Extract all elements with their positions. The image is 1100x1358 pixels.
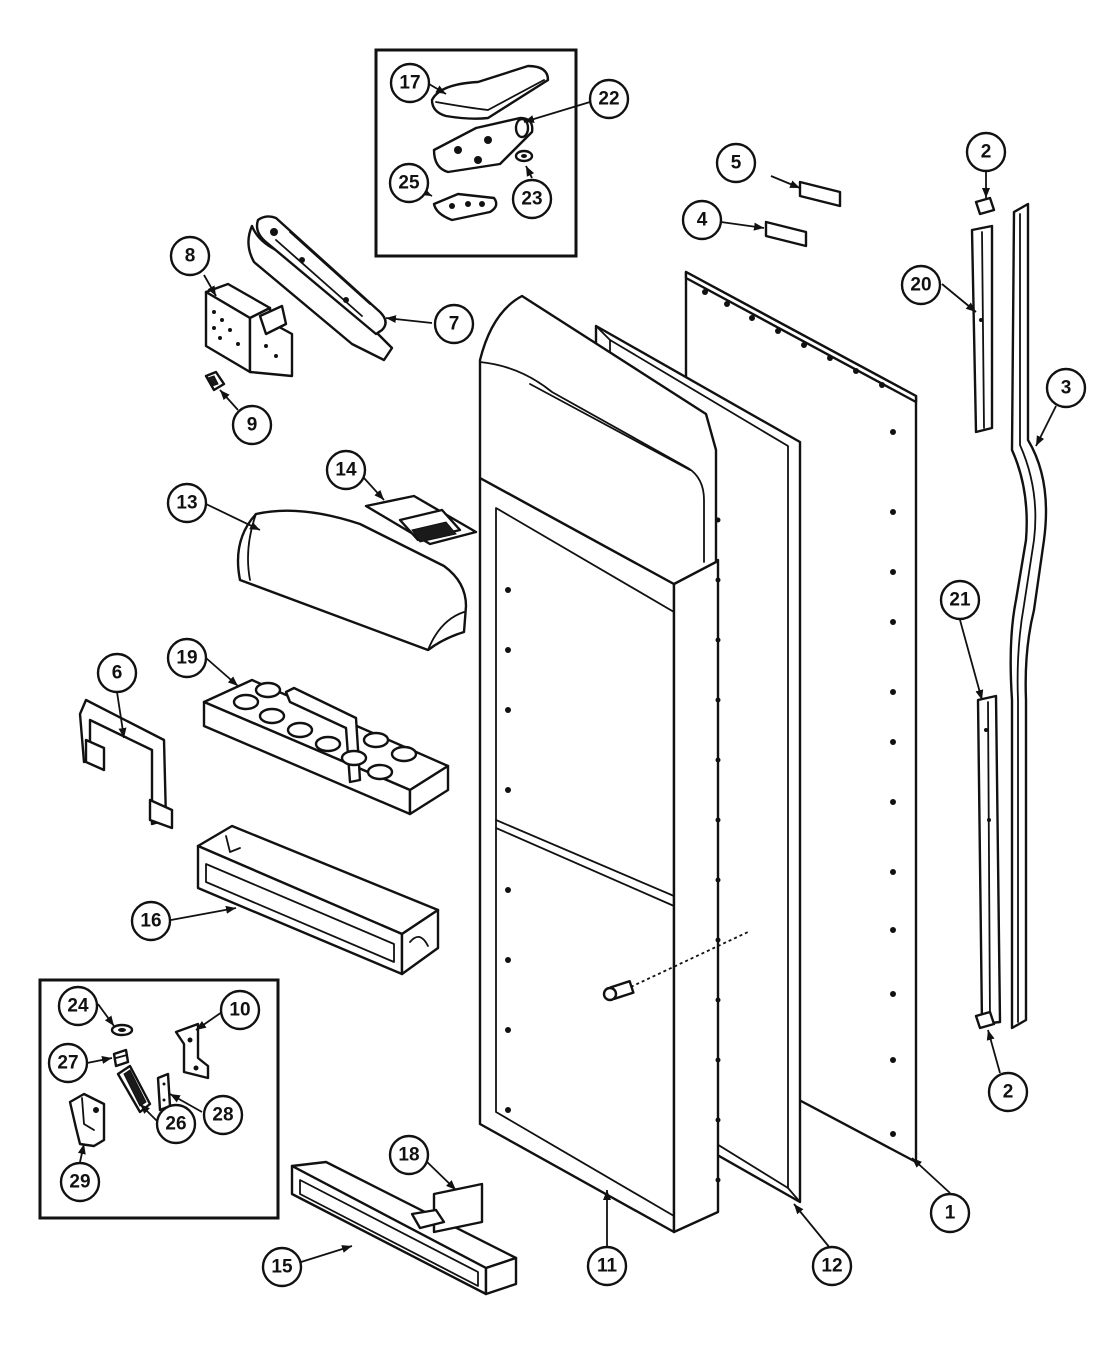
part-bracket-10 <box>174 1022 210 1080</box>
callout-26: 26 <box>155 1103 197 1145</box>
callout-8: 8 <box>169 235 211 277</box>
callout-6: 6 <box>96 652 138 694</box>
svg-text:7: 7 <box>449 314 460 335</box>
callout-27: 27 <box>47 1042 89 1084</box>
part-hinge-arm <box>247 215 394 362</box>
callout-22: 22 <box>588 78 630 120</box>
callout-9: 9 <box>231 404 273 446</box>
svg-text:29: 29 <box>69 1172 90 1193</box>
svg-text:20: 20 <box>910 275 931 296</box>
callout-5: 5 <box>715 142 757 184</box>
part-bracket-block <box>204 282 294 378</box>
part-washer-24 <box>110 1023 134 1037</box>
callout-23: 23 <box>511 178 553 220</box>
part-u-bracket <box>78 698 174 830</box>
callout-2-bottom: 2 <box>987 1071 1029 1113</box>
part-lower-bin <box>290 1160 518 1296</box>
part-end-cap-bottom <box>974 1010 996 1030</box>
part-spring-26 <box>116 1064 152 1114</box>
closer-kit-inset-box <box>38 978 280 1220</box>
svg-text:14: 14 <box>335 460 357 481</box>
part-plate-28 <box>156 1072 172 1112</box>
callout-25: 25 <box>388 162 430 204</box>
part-end-cap-top <box>974 196 996 216</box>
callout-16: 16 <box>130 900 172 942</box>
part-bin-divider <box>410 1182 484 1234</box>
svg-text:27: 27 <box>57 1053 78 1074</box>
callout-10: 10 <box>219 989 261 1031</box>
svg-text:22: 22 <box>598 89 619 110</box>
svg-text:2: 2 <box>981 142 992 163</box>
svg-text:1: 1 <box>945 1203 956 1224</box>
part-flap <box>364 494 478 546</box>
svg-text:26: 26 <box>165 1114 186 1135</box>
part-pad-4 <box>764 220 808 248</box>
svg-text:16: 16 <box>140 911 161 932</box>
leader-lines <box>77 83 1057 1263</box>
part-inner-door-liner <box>478 294 721 1234</box>
svg-text:12: 12 <box>821 1256 842 1277</box>
part-lower-handle-strip <box>976 694 1002 1026</box>
svg-text:4: 4 <box>697 210 708 231</box>
callout-2-top: 2 <box>965 131 1007 173</box>
hinge-kit-inset-box <box>374 48 578 258</box>
svg-text:2: 2 <box>1003 1082 1014 1103</box>
part-handle-trim <box>1009 202 1048 1030</box>
callout-18: 18 <box>388 1134 430 1176</box>
callout-17: 17 <box>389 62 431 104</box>
callout-19: 19 <box>166 637 208 679</box>
callout-3: 3 <box>1045 367 1087 409</box>
callout-21: 21 <box>939 579 981 621</box>
svg-text:18: 18 <box>398 1145 419 1166</box>
part-egg-tray <box>202 678 450 816</box>
svg-text:6: 6 <box>112 663 123 684</box>
callout-29: 29 <box>59 1161 101 1203</box>
svg-text:15: 15 <box>271 1257 293 1278</box>
svg-text:24: 24 <box>67 996 89 1017</box>
part-upper-handle-strip <box>970 224 994 434</box>
svg-text:23: 23 <box>521 189 542 210</box>
svg-text:21: 21 <box>949 590 971 611</box>
part-pad-5 <box>798 180 842 208</box>
callout-15: 15 <box>261 1246 303 1288</box>
svg-text:13: 13 <box>176 493 197 514</box>
callout-24: 24 <box>57 985 99 1027</box>
callout-11: 11 <box>586 1245 628 1287</box>
svg-text:5: 5 <box>731 153 742 174</box>
callout-7: 7 <box>433 303 475 345</box>
part-pin-27 <box>112 1048 130 1068</box>
part-small-clip <box>204 370 226 392</box>
part-door-bin <box>196 824 440 976</box>
callout-1: 1 <box>929 1192 971 1234</box>
svg-text:9: 9 <box>247 415 258 436</box>
svg-text:8: 8 <box>185 246 196 267</box>
callout-13: 13 <box>166 482 208 524</box>
svg-text:19: 19 <box>176 648 197 669</box>
callout-14: 14 <box>325 449 367 491</box>
part-hinge-plate <box>432 116 534 174</box>
callout-4: 4 <box>681 199 723 241</box>
svg-text:3: 3 <box>1061 378 1072 399</box>
part-shim-plate <box>432 192 498 222</box>
part-hinge-cover <box>430 64 550 120</box>
svg-text:17: 17 <box>399 73 420 94</box>
part-washer <box>514 149 534 163</box>
svg-text:10: 10 <box>229 1000 250 1021</box>
part-closer-29 <box>68 1092 106 1148</box>
svg-text:25: 25 <box>398 173 420 194</box>
callout-12: 12 <box>811 1245 853 1287</box>
svg-text:11: 11 <box>597 1256 618 1277</box>
callout-28: 28 <box>202 1094 244 1136</box>
callouts: 1 2 2 3 4 5 6 7 8 9 10 11 12 13 14 15 16… <box>47 62 1087 1288</box>
part-screw <box>602 931 749 1002</box>
callout-20: 20 <box>900 264 942 306</box>
part-ice-chute-cover <box>236 509 468 652</box>
svg-text:28: 28 <box>212 1105 233 1126</box>
